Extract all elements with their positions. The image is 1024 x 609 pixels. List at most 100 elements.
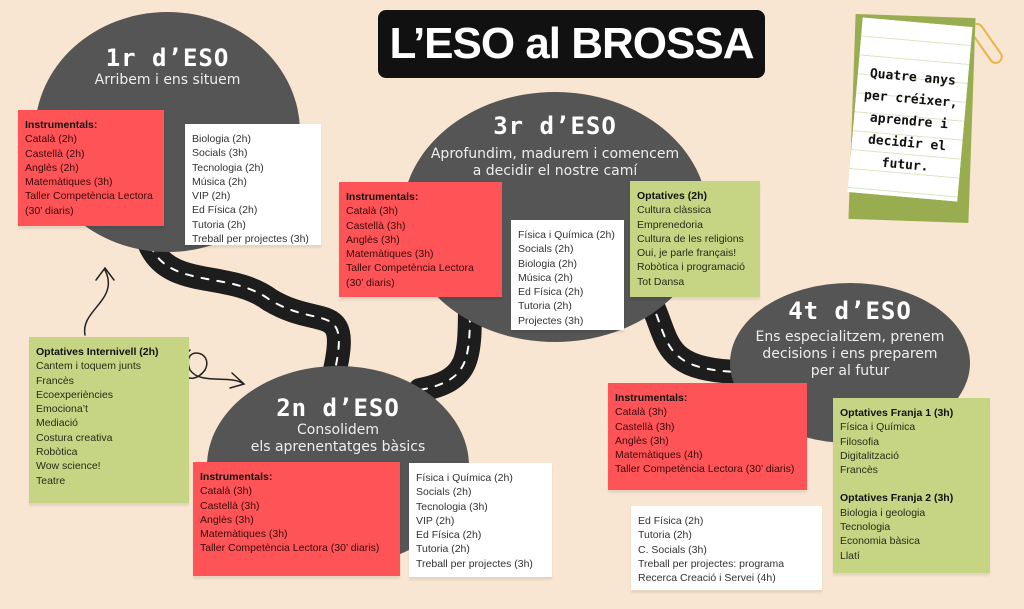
year4-optatives: Optatives Franja 1 (3h) Física i Química… [833,398,990,573]
list-item: Física i Química (2h) [416,472,513,484]
year4-subtitle: decisions i ens preparem [762,346,938,362]
internivell-optatives: Optatives Internivell (2h) Cantem i toqu… [29,337,189,503]
list-item: Castellà (3h) [346,219,406,232]
list-item: Biologia (2h) [192,133,251,145]
list-item: Francès [36,374,74,387]
list-item: Anglès (2h) [25,161,79,174]
list-item: Castellà (3h) [615,420,675,433]
list-item: (30’ diaris) [346,276,395,289]
list-item: Ed Física (2h) [416,529,482,542]
list-item: Mediació [36,417,79,430]
list-item: Matemàtiques (3h) [25,176,113,189]
list-item: Biologia (2h) [518,257,577,270]
year1-instrumentals: Instrumentals: Català (2h) Castellà (2h)… [18,110,164,226]
list-item: (30’ diaris) [25,204,74,217]
list-item: Recerca Creació i Servei (4h) [638,572,776,585]
year3-title: 3r d’ESO [493,112,617,140]
list-item: Tutoria (2h) [192,218,246,231]
year1-other-subjects: Biologia (2h) Socials (3h) Tecnologia (2… [185,124,321,245]
list-item: Robòtica [36,446,78,459]
list-item: Socials (2h) [518,243,574,256]
list-item: Tecnologia [840,521,891,534]
list-item: Català (2h) [25,133,77,146]
list-item: Català (3h) [200,485,252,498]
list-item: Treball per projectes (3h) [192,233,309,246]
list-item: Cantem i toquem junts [36,360,142,373]
year2-subtitle: els aprenentatges bàsics [250,439,426,455]
list-item: Català (3h) [346,205,398,218]
box-heading: Instrumentals: [346,191,419,203]
year2-instrumentals: Instrumentals: Català (3h) Castellà (3h)… [193,462,400,576]
list-item: Emprenedoria [637,218,703,231]
box-heading: Instrumentals: [615,392,688,404]
page-title: L’ESO al BROSSA [378,10,765,78]
list-item: Tecnologia (3h) [416,500,488,513]
list-item: Anglès (3h) [346,233,400,246]
arrow-up-icon [83,266,115,336]
list-item: Oui, je parle français! [637,247,737,260]
list-item: Treball per projectes (3h) [416,557,533,570]
list-item: Ecoexperiències [36,388,114,401]
list-item: Robòtica i programació [637,261,745,274]
list-item: Taller Competència Lectora [25,190,153,203]
list-item: VIP (2h) [416,514,455,527]
list-item: Matemàtiques (4h) [615,449,703,462]
year3-instrumentals: Instrumentals: Català (3h) Castellà (3h)… [339,182,502,297]
list-item: Física i Química [840,421,916,434]
list-item: Francès [840,464,878,477]
loop-arrow-icon [180,349,246,389]
list-item: Costura creativa [36,431,113,444]
year1-title: 1r d’ESO [105,44,230,72]
year1-subtitle: Arribem i ens situem [94,72,241,88]
motto-note: Quatre anys per créixer, aprendre i deci… [847,17,973,202]
list-item: Tutoria (2h) [518,300,572,313]
year4-subtitle: Ens especialitzem, prenem [755,329,945,345]
list-item: Teatre [36,474,66,487]
list-item: Treball per projectes: programa [638,557,785,570]
box-heading: Optatives Franja 1 (3h) [840,407,954,419]
year2-other-subjects: Física i Química (2h) Socials (2h) Tecno… [409,463,552,577]
list-item: Filosofia [840,435,880,448]
list-item: Ed Física (2h) [518,286,584,299]
box-heading: Optatives Franja 2 (3h) [840,492,954,505]
box-heading: Optatives Internivell (2h) [36,346,159,358]
year2-title: 2n d’ESO [276,394,400,422]
year3-other-subjects: Física i Química (2h) Socials (2h) Biolo… [511,220,624,330]
list-item: Ed Física (2h) [192,204,258,217]
year4-instrumentals: Instrumentals: Català (3h) Castellà (3h)… [608,383,807,490]
year2-subtitle: Consolidem [297,422,379,438]
list-item: Socials (2h) [416,486,472,499]
list-item: Música (2h) [192,175,247,188]
list-item: Emociona’t [36,403,88,416]
year3-subtitle: a decidir el nostre camí [472,163,638,179]
year3-subtitle: Aprofundim, madurem i comencem [430,146,680,162]
list-item: Tutoria (2h) [638,529,692,542]
list-item: Biologia i geologia [840,506,926,519]
list-item: Taller Competència Lectora (30’ diaris) [615,463,795,476]
list-item: Economia bàsica [840,535,920,548]
paperclip-icon [975,22,1003,64]
list-item: Llatí [840,549,860,562]
list-item: Ed Física (2h) [638,515,704,527]
list-item: Física i Química (2h) [518,229,615,241]
list-item: Cultura clàssica [637,204,712,217]
box-heading: Instrumentals: [200,471,273,483]
list-item: Tecnologia (2h) [192,161,264,174]
year4-other-subjects: Ed Física (2h) Tutoria (2h) C. Socials (… [631,506,822,590]
list-item: Cultura de les religions [637,232,744,245]
year3-optatives: Optatives (2h) Cultura clàssica Emprened… [630,181,760,297]
list-item: Música (2h) [518,271,573,284]
list-item: Castellà (3h) [200,499,260,512]
box-heading: Instrumentals: [25,119,98,131]
list-item: Matemàtiques (3h) [200,528,288,541]
list-item: Matemàtiques (3h) [346,248,434,261]
list-item: Tot Dansa [637,275,685,288]
list-item: Català (3h) [615,406,667,419]
list-item: Tutoria (2h) [416,543,470,556]
year4-title: 4t d’ESO [788,297,912,325]
year4-subtitle: per al futur [810,363,890,379]
box-heading: Optatives (2h) [637,190,708,202]
list-item: Projectes (3h) [518,314,584,327]
list-item: Taller Competència Lectora [346,262,474,275]
list-item: Socials (3h) [192,147,248,160]
